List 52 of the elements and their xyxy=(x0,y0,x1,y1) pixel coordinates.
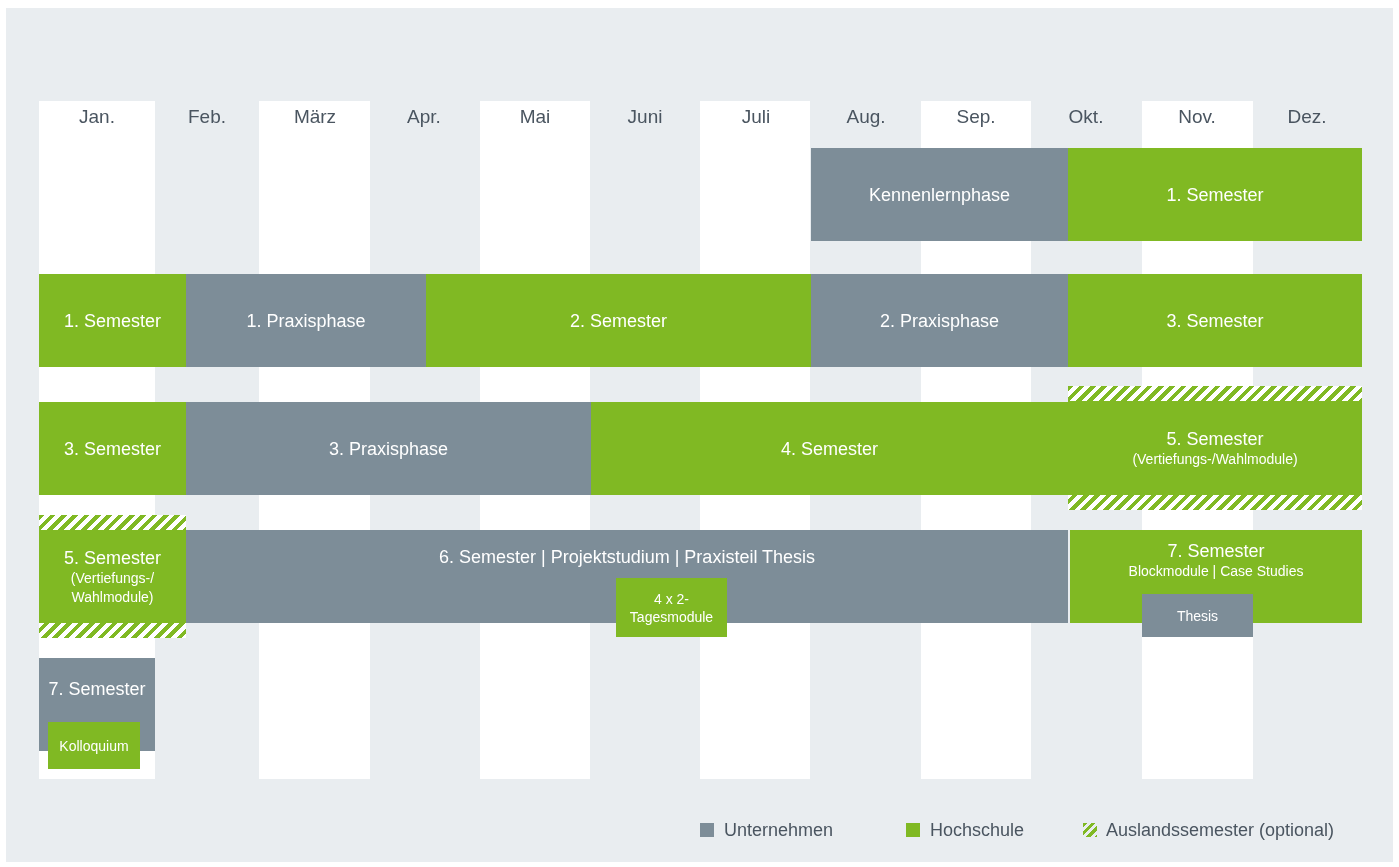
phase-label: Thesis xyxy=(1175,606,1220,625)
phase-bar xyxy=(1068,386,1362,510)
month-label: Juli xyxy=(740,106,772,128)
phase-label: 2. Semester xyxy=(569,309,667,332)
module-box xyxy=(1142,594,1253,637)
phase-label: 2. Praxisphase xyxy=(879,309,1000,332)
phase-bar xyxy=(186,530,1068,623)
phase-label: 4 x 2-Tagesmodule xyxy=(628,589,715,626)
month-label: Feb. xyxy=(187,106,227,128)
phase-bar xyxy=(39,402,186,495)
phase-bar xyxy=(1068,148,1362,241)
legend-label: Auslandssemester (optional) xyxy=(1106,820,1335,841)
phase-label: 1. Praxisphase xyxy=(246,309,366,332)
module-box xyxy=(616,578,727,637)
phase-bar xyxy=(811,274,1068,367)
phase-bar xyxy=(1068,274,1362,367)
phase-label: Kolloquium xyxy=(58,736,130,755)
month-label: Juni xyxy=(626,106,664,128)
phase-bar xyxy=(426,274,811,367)
month-label: Jan. xyxy=(78,106,116,128)
phase-bar xyxy=(811,148,1068,241)
phase-label: 3. Semester xyxy=(63,437,161,460)
month-label: Dez. xyxy=(1286,106,1328,128)
phase-label: 1. Semester xyxy=(63,309,161,332)
phase-label: 5. Semester xyxy=(63,546,161,569)
month-label: Sep. xyxy=(955,106,997,128)
phase-label: 3. Semester xyxy=(1166,309,1264,332)
month-label: Apr. xyxy=(406,106,442,128)
legend-label: Hochschule xyxy=(930,820,1025,841)
month-label: Nov. xyxy=(1177,106,1217,128)
phase-bar xyxy=(186,274,426,367)
phase-bar xyxy=(39,515,186,638)
phase-label: 5. Semester xyxy=(1166,427,1264,450)
phase-label: 1. Semester xyxy=(1166,183,1264,206)
month-label: Mai xyxy=(518,106,552,128)
module-box xyxy=(48,722,140,769)
phase-label: 4. Semester xyxy=(780,437,878,460)
phase-label: Kennenlernphase xyxy=(868,183,1011,206)
phase-label: 6. Semester | Projektstudium | Praxisteil Thesis xyxy=(438,546,816,568)
phase-subtitle: (Vertiefungs-/Wahlmodule) xyxy=(1132,449,1298,469)
phase-bar xyxy=(591,402,1068,495)
month-label: Okt. xyxy=(1067,106,1105,128)
phase-subtitle: Blockmodule | Case Studies xyxy=(1128,562,1304,581)
phase-subtitle: (Vertiefungs-/ Wahlmodule) xyxy=(69,568,156,607)
phase-label: 7. Semester xyxy=(48,678,146,700)
month-label: März xyxy=(292,106,338,128)
phase-label: 3. Praxisphase xyxy=(328,437,449,460)
phase-label: 7. Semester xyxy=(1167,540,1265,562)
month-label: Aug. xyxy=(845,106,887,128)
phase-bar xyxy=(39,274,186,367)
legend-label: Unternehmen xyxy=(724,820,834,841)
phase-bar xyxy=(186,402,591,495)
